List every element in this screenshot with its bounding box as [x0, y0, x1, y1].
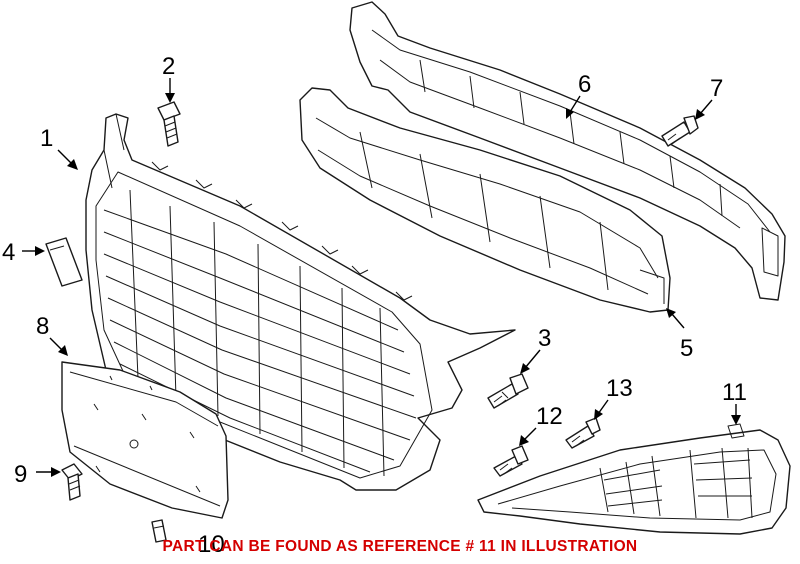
- callout-11: 11: [722, 379, 747, 406]
- part-13-bolt: [565, 417, 601, 449]
- part-2-screw: [157, 101, 181, 147]
- part-5-energy-absorber: [299, 87, 671, 313]
- part-12-bolt: [493, 445, 529, 477]
- callout-5: 5: [680, 335, 693, 362]
- callout-9: 9: [14, 461, 27, 488]
- callout-2: 2: [162, 53, 175, 80]
- part-6-reinforcement-bar: [349, 1, 786, 301]
- part-11-lower-grille: [477, 423, 791, 535]
- part-1-grille: [85, 113, 516, 491]
- part-7-bolt: [661, 115, 699, 147]
- callout-4: 4: [2, 239, 15, 266]
- part-4-pad: [45, 237, 83, 287]
- callout-13: 13: [606, 375, 633, 402]
- callout-7: 7: [710, 75, 723, 102]
- reference-notice: PART CAN BE FOUND AS REFERENCE # 11 IN I…: [162, 538, 638, 555]
- callout-6: 6: [578, 71, 591, 98]
- leader-lines: [22, 78, 741, 477]
- callout-10: 10: [198, 531, 225, 558]
- part-8-plate-bracket: [61, 361, 229, 519]
- part-9-screw: [61, 463, 83, 501]
- callout-3: 3: [538, 325, 551, 352]
- part-3-bolt: [487, 373, 529, 409]
- callout-8: 8: [36, 313, 49, 340]
- callout-labels: 1 2 3 4 5 6 7 8 9 10 11 12 13: [2, 53, 747, 558]
- callout-12: 12: [536, 403, 563, 430]
- callout-1: 1: [40, 125, 53, 152]
- part-10-clip: [151, 519, 167, 543]
